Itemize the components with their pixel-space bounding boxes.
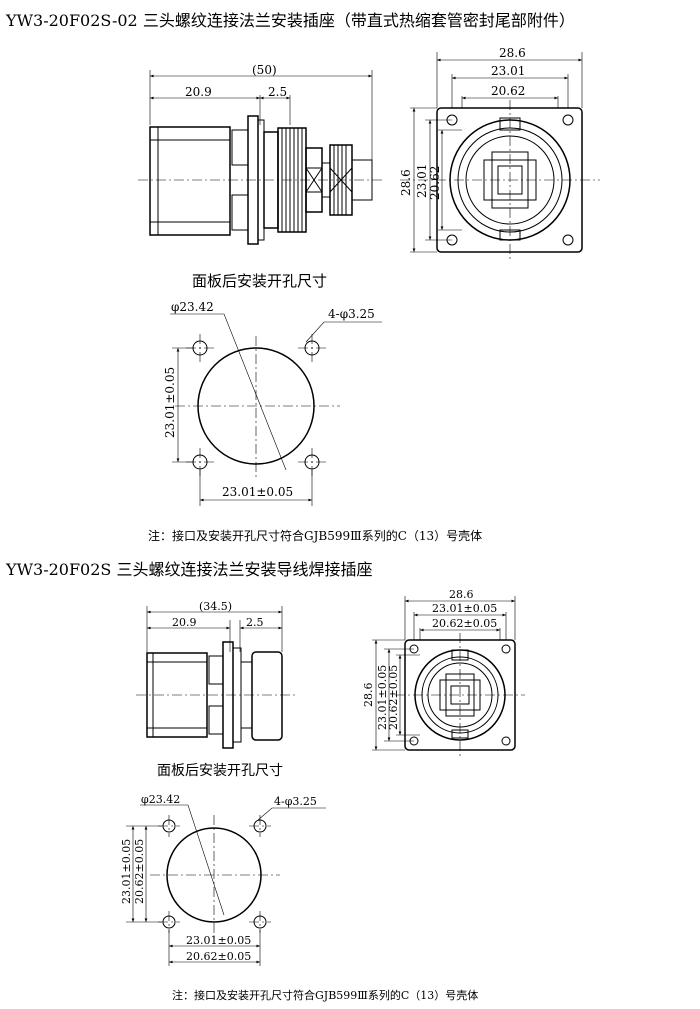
s1-cutout-h-spacing: 23.01±0.05 (222, 485, 293, 499)
section1-note: 注：接口及安装开孔尺寸符合GJB599Ⅲ系列的C（13）号壳体 (148, 529, 483, 543)
s1-front-v-outer: 28.6 (399, 169, 413, 196)
s2-front-outer: 28.6 (449, 588, 474, 601)
section2-title: YW3-20F02S 三头螺纹连接法兰安装导线焊接插座 (6, 560, 373, 579)
s2-cutout-h-spacing-a: 23.01±0.05 (186, 934, 251, 947)
s1-body-dim: 20.9 (185, 85, 212, 99)
s1-front-mid: 23.01 (491, 64, 525, 78)
s2-front-mid: 23.01±0.05 (432, 602, 497, 615)
s2-front-v-mid: 23.01±0.05 (376, 665, 389, 730)
s1-overall-dim: (50) (252, 63, 277, 77)
section1-title: YW3-20F02S-02 三头螺纹连接法兰安装插座（带直式热缩套管密封尾部附件… (6, 11, 575, 30)
s1-front-inner: 20.62 (491, 84, 525, 98)
s1-front-v-mid: 23.01 (415, 164, 429, 198)
section1-side-view (138, 70, 385, 245)
section2-front-view (372, 596, 525, 757)
s1-cutout-dia: φ23.42 (171, 300, 214, 314)
s1-front-outer: 28.6 (499, 46, 526, 60)
s2-front-v-inner: 20.62±0.05 (387, 665, 400, 730)
s2-overall-dim: (34.5) (199, 600, 232, 613)
section2-note: 注：接口及安装开孔尺寸符合GJB599Ⅲ系列的C（13）号壳体 (172, 989, 479, 1002)
s2-front-v-outer: 28.6 (362, 683, 375, 708)
s2-cutout-dia: φ23.42 (141, 793, 180, 806)
section1-cutout-view (170, 313, 382, 506)
section2-cutout-caption: 面板后安装开孔尺寸 (157, 763, 283, 779)
s2-body-dim: 20.9 (172, 616, 197, 629)
s1-cutout-v-spacing: 23.01±0.05 (163, 367, 177, 438)
section1-front-view (400, 52, 600, 260)
section1-cutout-caption: 面板后安装开孔尺寸 (192, 272, 328, 290)
s2-cutout-holes: 4-φ3.25 (274, 795, 317, 808)
section2-cutout-view (126, 804, 326, 966)
s2-cutout-v-spacing-a: 23.01±0.05 (120, 839, 133, 904)
s2-front-inner: 20.62±0.05 (432, 617, 497, 630)
s2-cutout-v-spacing-b: 20.62±0.05 (133, 839, 146, 904)
s1-cutout-holes: 4-φ3.25 (328, 307, 375, 321)
s1-flange-dim: 2.5 (268, 85, 287, 99)
section2-side-view (136, 606, 295, 749)
s2-cutout-h-spacing-b: 20.62±0.05 (186, 950, 251, 963)
s1-front-v-inner: 20.62 (428, 166, 442, 200)
s2-flange-dim: 2.5 (246, 616, 264, 629)
